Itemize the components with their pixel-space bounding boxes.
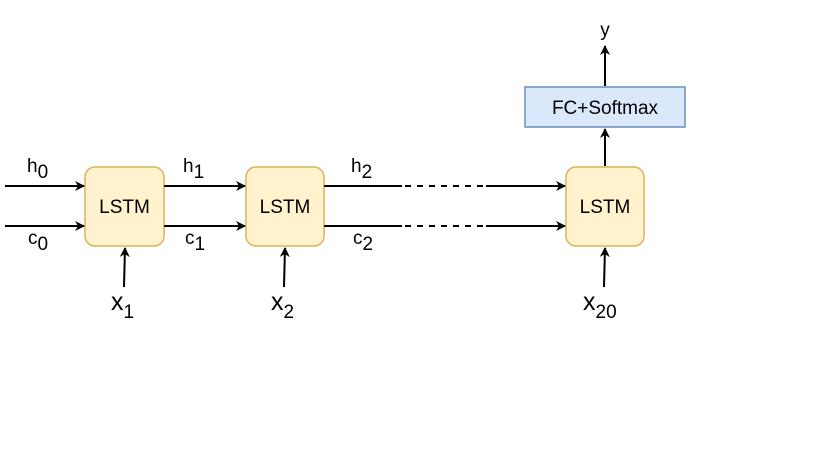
x1-label: x1: [111, 288, 134, 323]
c2-label: c2: [353, 228, 373, 255]
lstm-cell-1-label: LSTM: [99, 197, 150, 218]
c1-label: c1: [185, 228, 205, 255]
fc-softmax-label: FC+Softmax: [552, 98, 659, 119]
c0-label: c0: [28, 228, 48, 255]
lstm-cell-1: [84, 166, 165, 247]
lstm-cell-2: [245, 166, 325, 247]
h0-label: h0: [27, 156, 48, 183]
lstm-cell-20: [565, 166, 645, 247]
fc-softmax-box: [524, 86, 686, 128]
output-y-label: y: [600, 20, 610, 41]
x2-label: x2: [271, 288, 294, 323]
x2-arrow: [279, 247, 290, 288]
x20-label: x20: [583, 288, 617, 323]
x1-arrow: [119, 247, 130, 288]
lstm-cell-2-label: LSTM: [260, 197, 311, 218]
lstm-cell-20-label: LSTM: [580, 197, 631, 218]
h1-label: h1: [183, 156, 204, 183]
x20-arrow: [599, 247, 610, 288]
h2-label: h2: [351, 156, 372, 183]
